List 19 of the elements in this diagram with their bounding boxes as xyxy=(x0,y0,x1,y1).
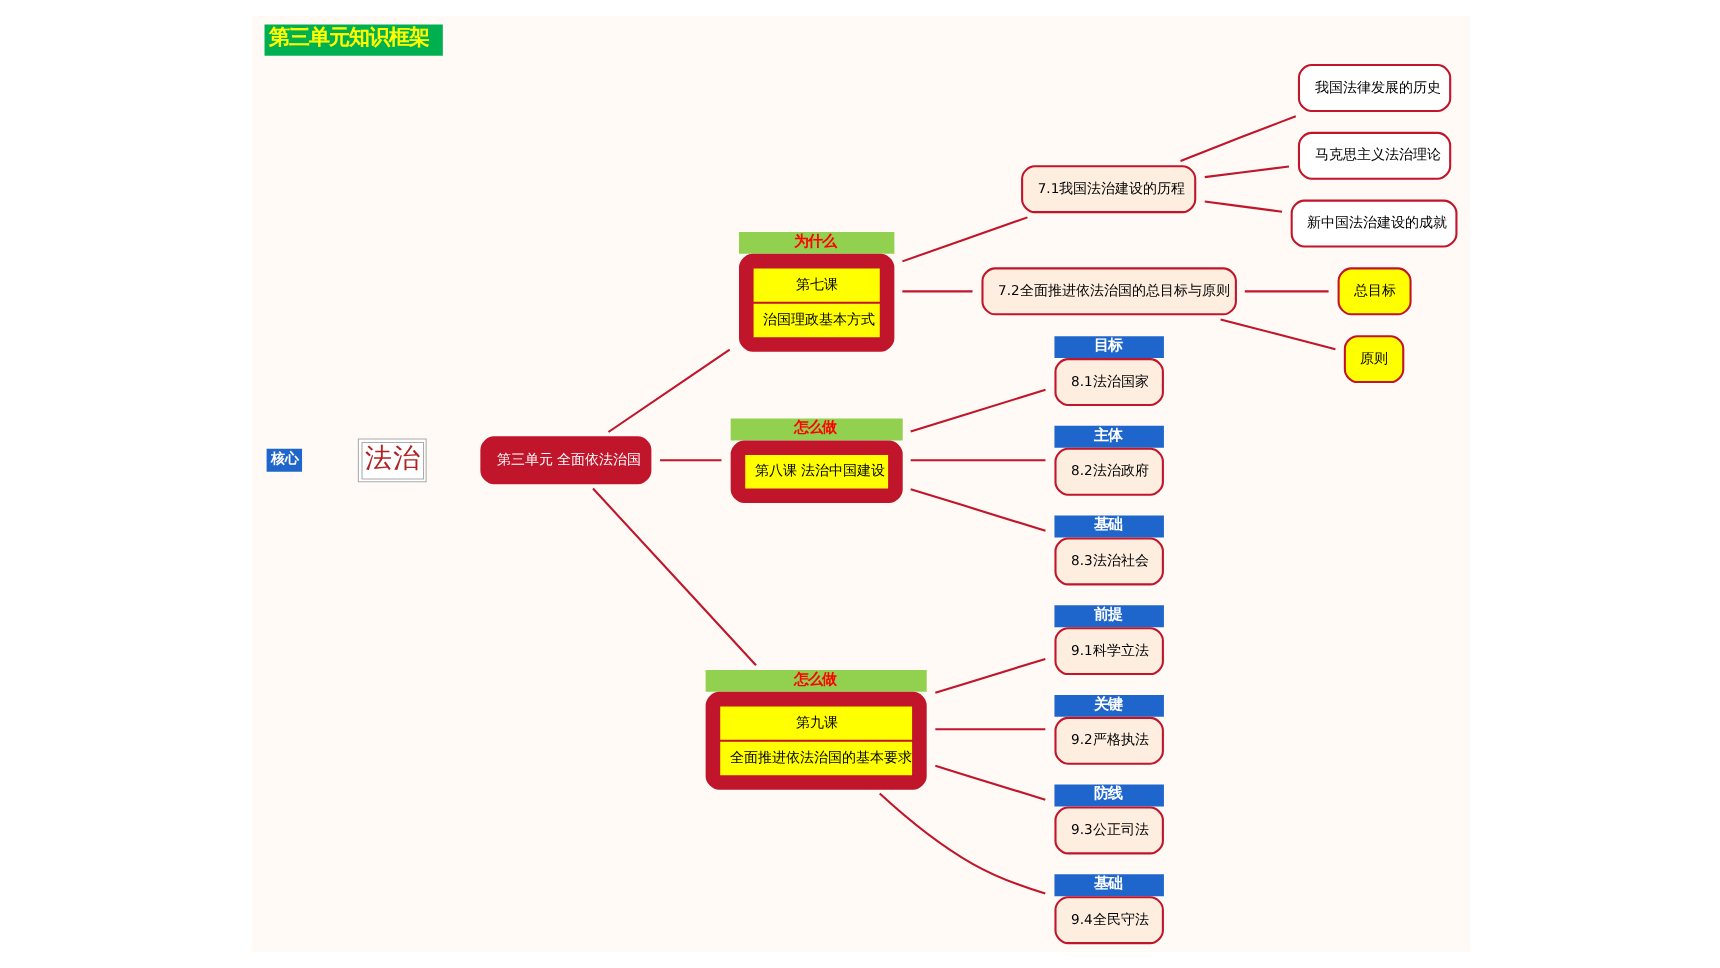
label: 法治 xyxy=(364,443,421,476)
connector xyxy=(901,290,972,293)
connector xyxy=(1219,318,1335,351)
connector xyxy=(934,728,1045,731)
connector xyxy=(909,488,1045,532)
connector xyxy=(934,764,1045,801)
connector xyxy=(659,459,721,462)
connector xyxy=(1243,290,1328,293)
connector xyxy=(606,348,730,433)
connector xyxy=(901,216,1027,263)
connector xyxy=(1203,200,1282,213)
connector xyxy=(591,487,756,666)
connector xyxy=(1203,165,1289,179)
connector xyxy=(909,388,1045,433)
connector xyxy=(1179,115,1296,162)
connector xyxy=(934,657,1045,694)
diagram-title: 第三单元知识框架 xyxy=(268,26,429,51)
connector xyxy=(878,792,1045,895)
connector xyxy=(909,459,1045,462)
